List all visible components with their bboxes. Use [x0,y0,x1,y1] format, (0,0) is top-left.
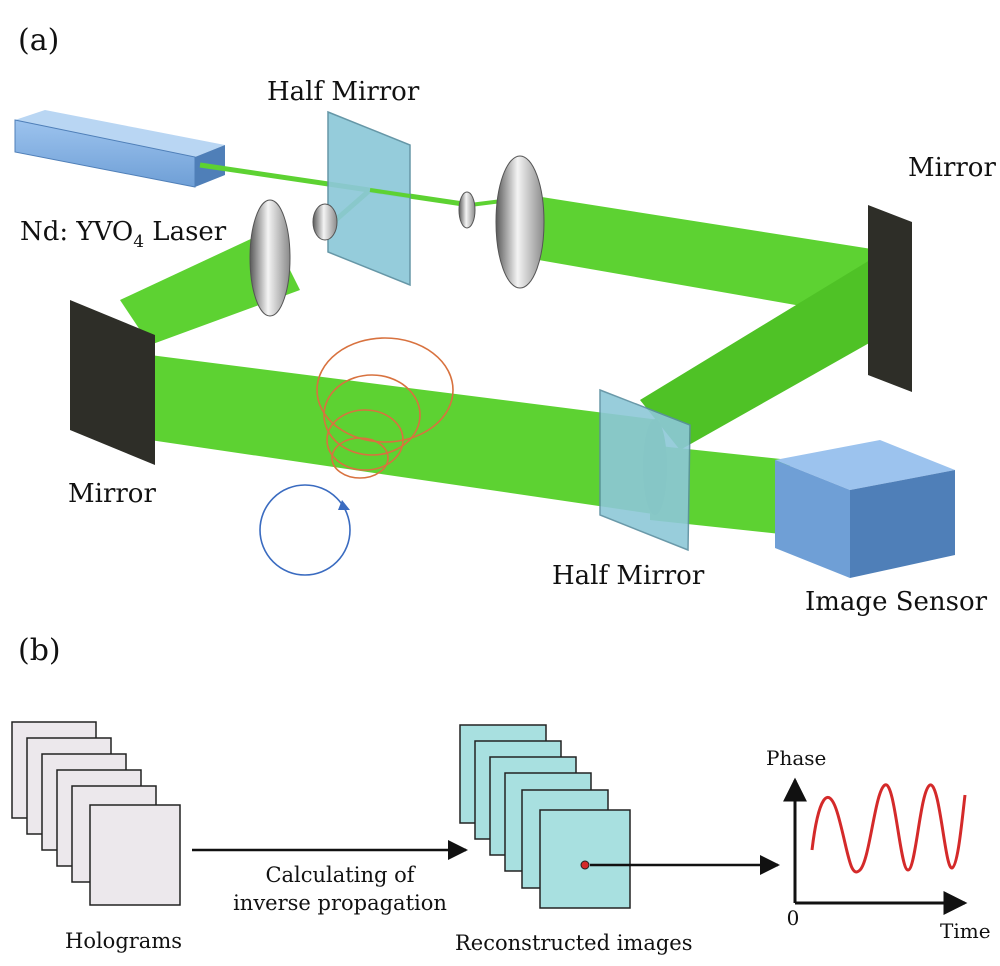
panel-a-tag: (a) [18,23,59,58]
label-half-mirror-bottom: Half Mirror [552,561,705,591]
label-image-sensor: Image Sensor [805,587,988,617]
half-mirror-bottom [599,388,691,552]
label-reconstructed: Reconstructed images [455,931,693,955]
label-time: Time [940,919,991,943]
half-mirror-top [327,110,411,287]
label-phase: Phase [766,746,826,770]
reconstructed-stack [459,724,631,909]
phase-signal [810,783,967,874]
label-calc-line1: Calculating of [265,863,416,887]
panel-b-tag: (b) [18,633,61,668]
phase-axes [783,777,968,915]
lens-left-small [312,203,338,241]
rotation-circle [259,484,351,576]
image-sensor [775,440,955,578]
lens-right-large [495,155,545,289]
beam-diagonal [640,260,910,450]
mirror-left [70,300,155,465]
label-holograms: Holograms [65,929,182,953]
vortex-rings [316,337,454,479]
beam-right-upper [510,192,910,325]
mirror-right [868,205,912,392]
label-half-mirror-top: Half Mirror [267,77,420,107]
label-calc-line2: inverse propagation [233,891,447,915]
lens-left-large [249,199,291,317]
sample-point [580,860,590,870]
label-origin: 0 [787,906,800,930]
laser [14,110,225,188]
beam-bottom [150,355,660,515]
hologram-stack [11,721,181,906]
label-laser: Nd: YVO4 Laser [20,217,227,252]
label-mirror-left: Mirror [68,479,156,509]
label-mirror-right: Mirror [908,153,996,183]
lens-right-small [458,191,476,229]
